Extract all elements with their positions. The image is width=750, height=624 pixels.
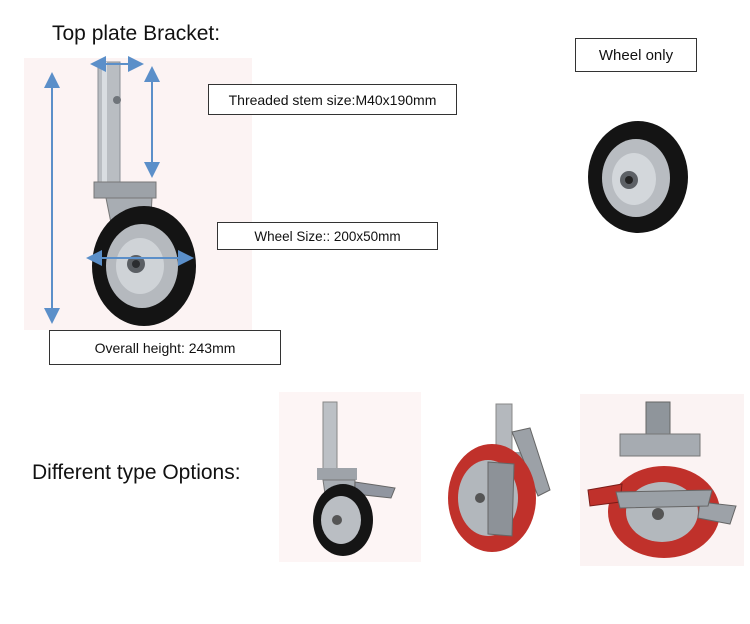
stem-size-label: Threaded stem size:M40x190mm	[208, 84, 457, 115]
option-red-pu-dual-brake-photo	[580, 394, 744, 566]
overall-height-label: Overall height: 243mm	[49, 330, 281, 365]
top-plate-heading: Top plate Bracket:	[52, 22, 221, 45]
wheel-size-label: Wheel Size:: 200x50mm	[217, 222, 438, 250]
options-heading: Different type Options:	[32, 461, 241, 484]
wheel-only-label: Wheel only	[575, 38, 697, 72]
dimension-arrows	[44, 56, 194, 324]
wheel-only-photo	[585, 118, 691, 236]
option-rubber-brake-photo	[279, 392, 421, 562]
option-red-pu-photo	[430, 398, 560, 558]
